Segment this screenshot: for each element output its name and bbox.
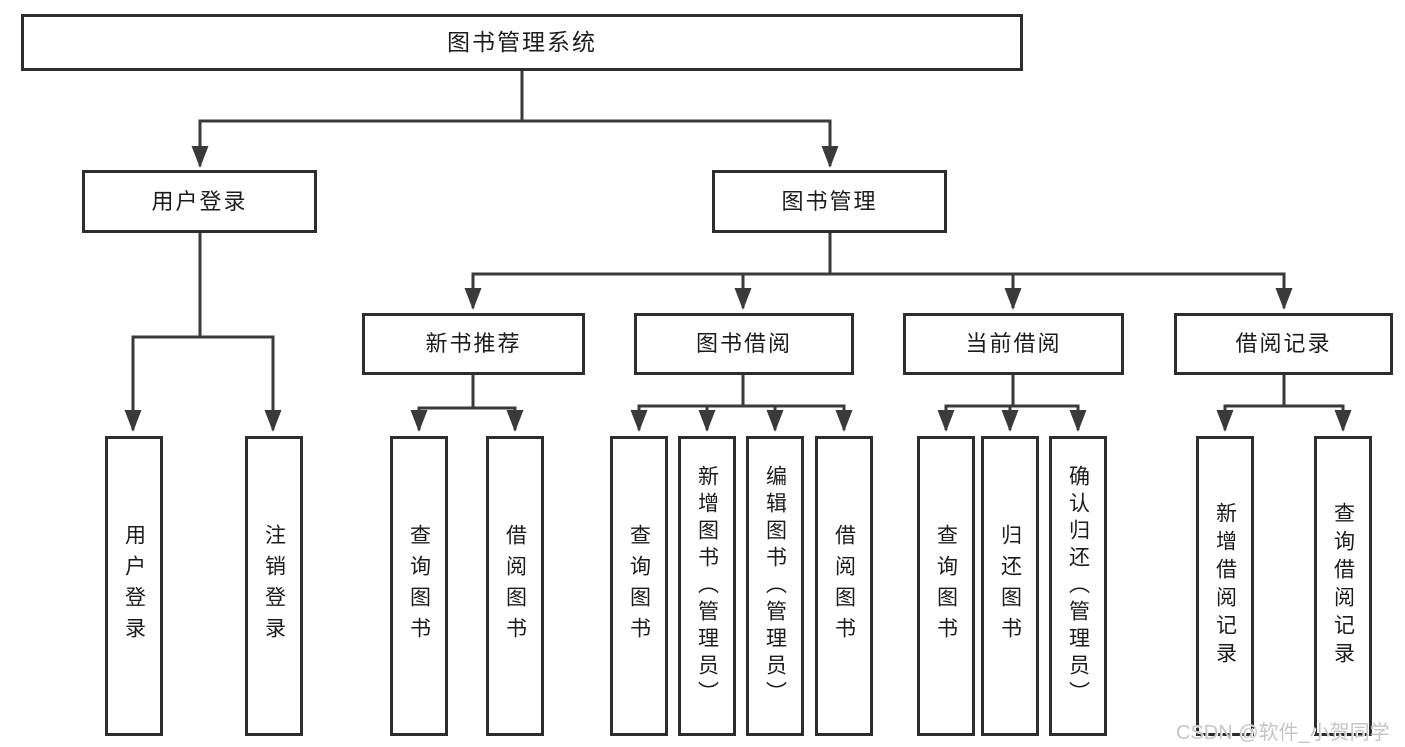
leaf-return-books: 归还图书 xyxy=(981,436,1039,736)
leaf-query-books-borrowing: 查询图书 xyxy=(610,436,668,736)
node-new-book-recommend: 新书推荐 xyxy=(362,313,585,375)
leaf-query-books-current: 查询图书 xyxy=(917,436,975,736)
node-book-borrowing: 图书借阅 xyxy=(634,313,854,375)
leaf-query-books-recommend: 查询图书 xyxy=(390,436,448,736)
node-current-borrowing: 当前借阅 xyxy=(903,313,1124,375)
leaf-borrow-books-borrowing: 借阅图书 xyxy=(815,436,873,736)
csdn-watermark: CSDN @软件_小贺同学 xyxy=(1176,722,1390,744)
node-book-management: 图书管理 xyxy=(712,170,947,233)
node-user-login: 用户登录 xyxy=(82,170,317,233)
leaf-confirm-return-admin: 确认归还（管理员） xyxy=(1049,436,1107,736)
leaf-logout: 注销登录 xyxy=(245,436,303,736)
node-borrowing-records: 借阅记录 xyxy=(1174,313,1393,375)
leaf-query-borrow-record: 查询借阅记录 xyxy=(1314,436,1372,736)
leaf-add-borrow-record: 新增借阅记录 xyxy=(1196,436,1254,736)
leaf-borrow-books-recommend: 借阅图书 xyxy=(486,436,544,736)
leaf-edit-book-admin: 编辑图书（管理员） xyxy=(746,436,804,736)
leaf-add-book-admin: 新增图书（管理员） xyxy=(678,436,736,736)
node-library-management-system: 图书管理系统 xyxy=(21,14,1023,71)
leaf-user-login: 用户登录 xyxy=(105,436,163,736)
